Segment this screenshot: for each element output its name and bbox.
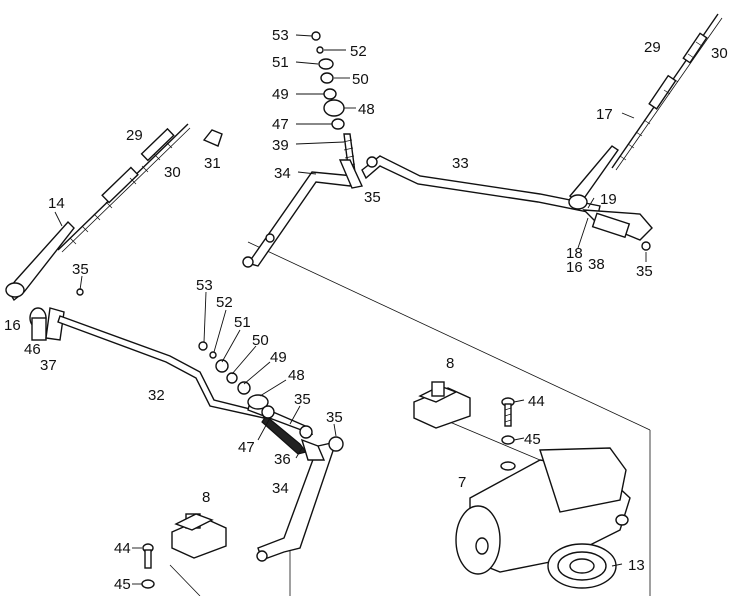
callout-52-top: 52: [350, 43, 367, 60]
callout-39: 39: [272, 137, 289, 154]
callout-52-mid: 52: [216, 294, 233, 311]
leader-lines: [54, 34, 647, 585]
callout-44-left: 44: [114, 540, 131, 557]
callout-8-bottom: 8: [202, 489, 210, 506]
callout-13: 13: [628, 557, 645, 574]
callout-45-left: 45: [114, 576, 131, 593]
callout-35-mid-b: 35: [326, 409, 343, 426]
callout-17: 17: [596, 106, 613, 123]
callout-35-left: 35: [72, 261, 89, 278]
callout-29-right: 29: [644, 39, 661, 56]
callout-38: 38: [588, 256, 605, 273]
callout-47-top: 47: [272, 116, 289, 133]
callout-48-top: 48: [358, 101, 375, 118]
callout-18: 18: [566, 245, 583, 262]
callout-35-right: 35: [636, 263, 653, 280]
callout-51-top: 51: [272, 54, 289, 71]
callout-35-mid-a: 35: [294, 391, 311, 408]
callout-30-left: 30: [164, 164, 181, 181]
callout-34-bottom: 34: [272, 480, 289, 497]
upper-link-rod: [361, 155, 601, 215]
callout-31: 31: [204, 155, 221, 172]
callout-49-mid: 49: [270, 349, 287, 366]
callouts: 53 52 51 50 49 48 47 39 34 35 33 29 30 1…: [4, 27, 728, 593]
callout-49-top: 49: [272, 86, 289, 103]
callout-16-left: 16: [4, 317, 21, 334]
small-clip-31: [202, 129, 223, 147]
mid-washer-stack: [198, 341, 275, 419]
callout-50-top: 50: [352, 71, 369, 88]
switch-bottom: [171, 513, 227, 559]
callout-33: 33: [452, 155, 469, 172]
callout-48-mid: 48: [288, 367, 305, 384]
callout-16-right: 16: [566, 259, 583, 276]
callout-35-top: 35: [364, 189, 381, 206]
callout-50-mid: 50: [252, 332, 269, 349]
left-wiper-arm: [5, 220, 75, 341]
right-wiper-blade: [611, 13, 723, 171]
callout-34-top: 34: [274, 165, 291, 182]
bolt-44-left: [141, 543, 155, 589]
callout-32: 32: [148, 387, 165, 404]
callout-45-right: 45: [524, 431, 541, 448]
switch-top: [413, 381, 471, 429]
callout-53-mid: 53: [196, 277, 213, 294]
callout-30-right: 30: [711, 45, 728, 62]
right-wiper-arm: [568, 145, 653, 251]
left-wiper-blade: [57, 123, 191, 253]
callout-7: 7: [458, 474, 466, 491]
callout-8-top: 8: [446, 355, 454, 372]
upper-crank: [242, 159, 364, 268]
bolt-44-right: [500, 397, 516, 471]
callout-44-right: 44: [528, 393, 545, 410]
callout-14: 14: [48, 195, 65, 212]
wiper-motor: [455, 447, 631, 589]
callout-47-mid: 47: [238, 439, 255, 456]
callout-46: 46: [24, 341, 41, 358]
callout-29-left: 29: [126, 127, 143, 144]
callout-36: 36: [274, 451, 291, 468]
guide-lines: [169, 241, 651, 596]
callout-51-mid: 51: [234, 314, 251, 331]
callout-53-top: 53: [272, 27, 289, 44]
callout-37: 37: [40, 357, 57, 374]
callout-19: 19: [600, 191, 617, 208]
